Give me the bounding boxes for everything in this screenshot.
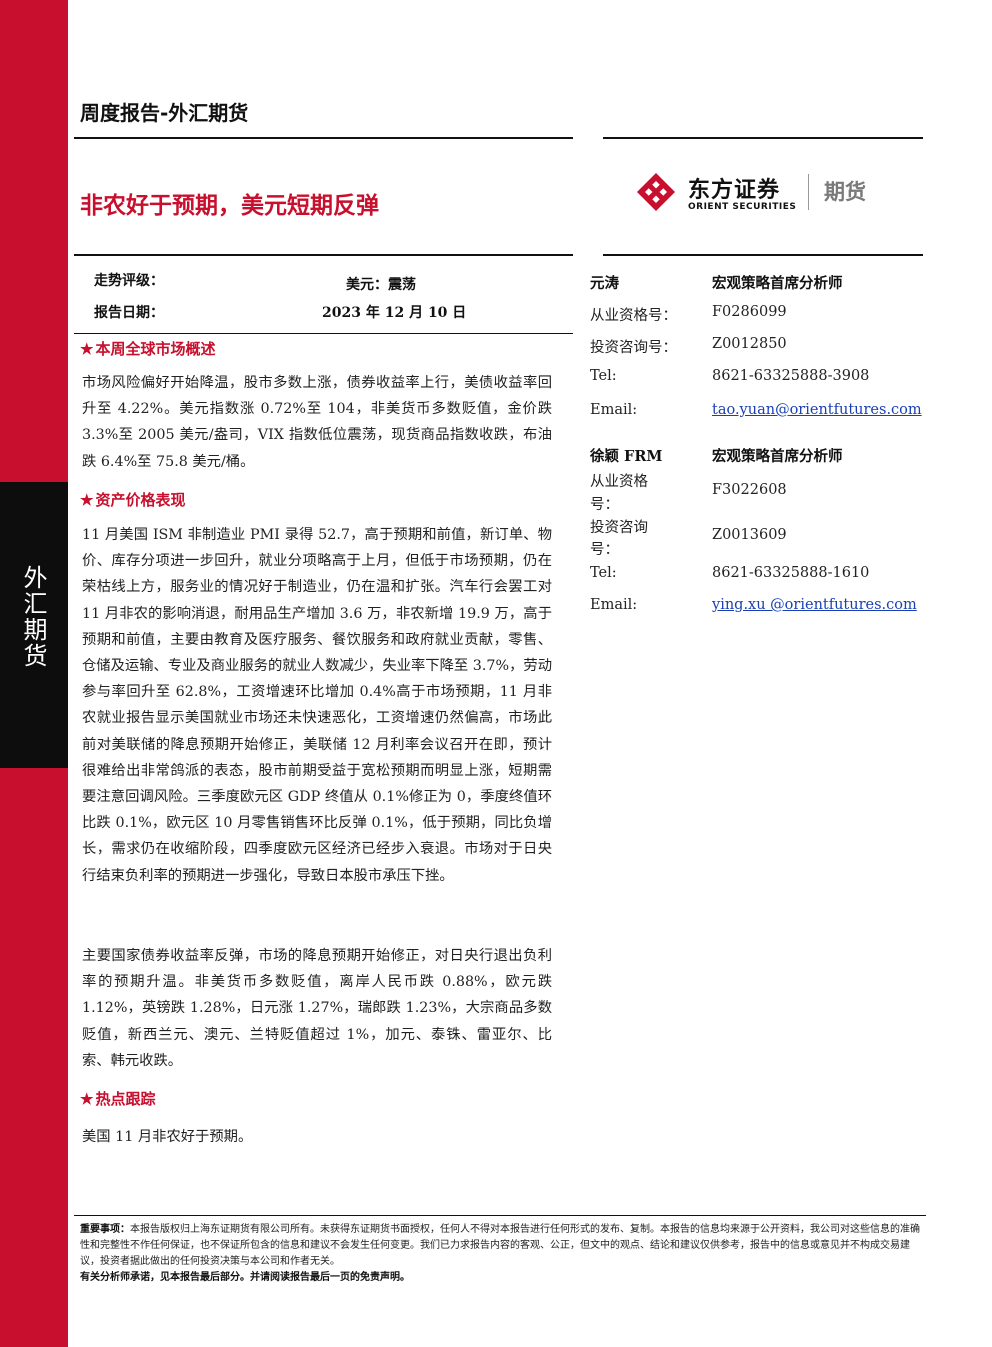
analyst-consult-label: 投资咨询号： [590,340,677,356]
analyst-consult-label-suffix: 号： [590,542,619,558]
analyst-name: 徐颖 FRM [590,448,663,465]
side-category-label: 外汇期货 [19,565,47,669]
report-title: 非农好于预期，美元短期反弹 [80,193,379,219]
section-paragraph: 美国 11 月非农好于预期。 [82,1129,253,1145]
analyst-email-label: Email: [590,597,638,613]
logo-separator [808,174,809,210]
divider-right-top [603,137,923,139]
analyst-tel-label: Tel: [590,368,617,384]
side-category-block [0,482,68,768]
date-value: 2023 年 12 月 10 日 [322,305,467,321]
analyst-cert: F0286099 [712,304,787,320]
divider-meta [74,333,573,334]
logo-text-cn: 东方证券 [688,178,781,203]
analyst-email-link[interactable]: ying.xu @orientfutures.com [712,597,917,613]
brand-logo: 东方证券 ORIENT SECURITIES 期货 [636,172,886,216]
analyst-email-link[interactable]: tao.yuan@orientfutures.com [712,402,922,418]
analyst-cert: F3022608 [712,482,787,498]
footer-divider [74,1215,926,1216]
analyst-title: 宏观策略首席分析师 [712,448,843,465]
notice-text: 本报告版权归上海东证期货有限公司所有。未获得东证期货书面授权，任何人不得对本报告… [80,1224,920,1267]
analyst-email-label: Email: [590,402,638,418]
logo-unit: 期货 [824,180,866,204]
star-icon: ★ [80,340,94,358]
star-icon: ★ [80,491,94,509]
analyst-title: 宏观策略首席分析师 [712,275,843,292]
rating-label: 走势评级： [94,273,164,289]
analyst-cert-label-suffix: 号： [590,497,619,513]
rating-value: 美元：震荡 [346,277,416,293]
analyst-name: 元涛 [590,275,619,292]
date-label: 报告日期： [94,305,164,321]
report-type: 周度报告-外汇期货 [80,101,249,125]
analyst-consult: Z0013609 [712,527,787,543]
analyst-consult: Z0012850 [712,336,787,352]
section-paragraph: 11 月美国 ISM 非制造业 PMI 录得 52.7，高于预期和前值，新订单、… [82,527,552,884]
section-heading: ★本周全球市场概述 [80,340,216,358]
logo-text-en: ORIENT SECURITIES [688,202,797,212]
star-icon: ★ [80,1090,94,1108]
divider-right-mid [603,254,923,256]
orient-logo-icon [637,173,675,211]
analyst-tel: 8621-63325888-1610 [712,565,870,581]
analyst-tel: 8621-63325888-3908 [712,368,870,384]
footer-notice: 重要事项：本报告版权归上海东证期货有限公司所有。未获得东证期货书面授权，任何人不… [80,1222,926,1286]
analyst-cert-label: 从业资格号： [590,308,677,324]
disclaimer-text: 有关分析师承诺，见本报告最后部分。并请阅读报告最后一页的免责声明。 [80,1272,410,1283]
section-heading: ★资产价格表现 [80,491,186,509]
divider-left-top [74,137,573,139]
analyst-cert-label: 从业资格 [590,474,648,490]
divider-left-mid [74,254,573,256]
section-paragraph: 主要国家债券收益率反弹，市场的降息预期开始修正，对日央行退出负利率的预期升温。非… [82,948,552,1069]
analyst-tel-label: Tel: [590,565,617,581]
analyst-consult-label: 投资咨询 [590,520,648,536]
section-paragraph: 市场风险偏好开始降温，股市多数上涨，债券收益率上行，美债收益率回升至 4.22%… [82,375,552,470]
section-heading: ★热点跟踪 [80,1090,156,1108]
notice-label: 重要事项： [80,1224,130,1235]
